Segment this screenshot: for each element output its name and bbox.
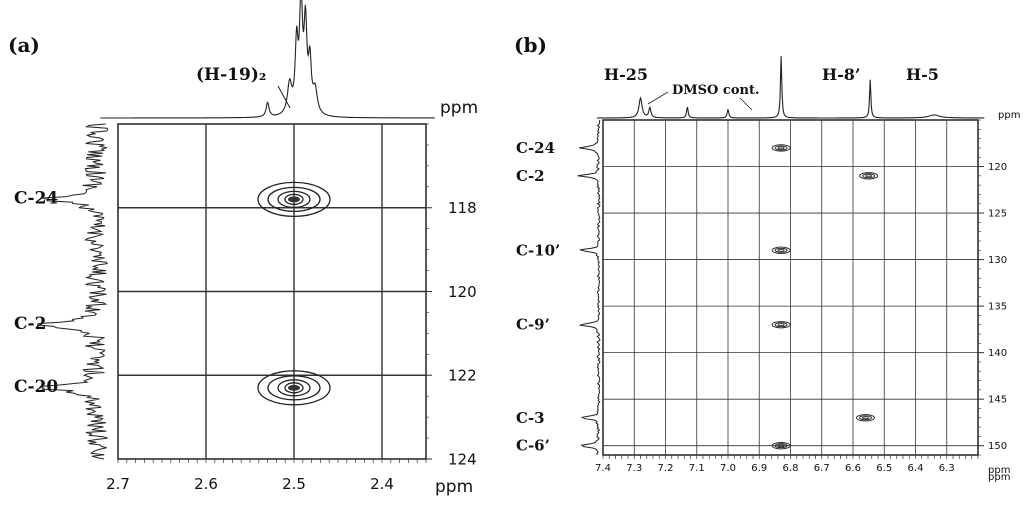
panel-b-contour-ring <box>862 416 869 420</box>
panel-b-contour-ring <box>777 248 785 252</box>
panel-a-annotation-leader <box>277 85 291 109</box>
panel-b-cross-peak <box>856 414 875 422</box>
panel-a-f1-label: C-20 <box>14 377 58 397</box>
panel-b-top-unit: ppm <box>998 110 1020 121</box>
panel-a-cross-peak <box>257 370 331 406</box>
panel-a-contour-core <box>288 384 300 391</box>
panel-b-top-annotation: DMSO cont. <box>672 83 759 98</box>
panel-b-x-tick-label: 6.6 <box>845 463 861 474</box>
panel-a-y-tick-label: 124 <box>448 450 477 468</box>
panel-a-contour-ring <box>277 190 311 209</box>
panel-b-y-tick-label: 140 <box>988 348 1007 359</box>
panel-b-x-tick-label: 6.3 <box>939 463 955 474</box>
panel-b-top-projection-trace <box>596 56 985 119</box>
panel-b-top-annotation: H-5 <box>906 65 939 84</box>
panel-b-contour-ring <box>777 323 785 327</box>
panel-b-x-tick-label: 6.4 <box>908 463 924 474</box>
panel-b-contour-ring <box>771 442 791 450</box>
panel-b-f1-label: C-10’ <box>516 241 560 259</box>
panel-b-contour-ring <box>777 146 785 150</box>
panel-b-x-tick-label: 7.3 <box>626 463 642 474</box>
panel-a-x-tick-label: 2.4 <box>370 475 394 493</box>
panel-a-f1-label: C-2 <box>14 314 46 334</box>
panel-a-x-unit: ppm <box>435 477 473 497</box>
panel-a-y-tick-label: 118 <box>448 199 477 217</box>
panel-a-y-tick-label: 120 <box>448 283 477 301</box>
panel-b-contour-ring <box>777 444 785 448</box>
panel-a-x-tick-label: 2.6 <box>194 475 218 493</box>
panel-b-y-tick-label: 125 <box>988 209 1007 220</box>
panel-a-contour-ring <box>257 370 331 406</box>
panel-a-y-tick-label: 122 <box>448 367 477 385</box>
panel-b-y-tick-label: 150 <box>988 441 1007 452</box>
panel-b-y-tick-label: 130 <box>988 255 1007 266</box>
panel-a-contour-ring <box>284 382 304 394</box>
panel-b-annotation-leader <box>739 97 753 111</box>
panel-a-contour-ring <box>257 181 331 218</box>
panel-b-label: (b) <box>514 33 547 57</box>
panel-b-contour-ring <box>862 173 876 179</box>
panel-b-y-tick-label: 120 <box>988 162 1007 173</box>
panel-b-cross-peak <box>771 321 791 329</box>
panel-b-cross-peak <box>771 144 791 152</box>
panel-b-cross-peak <box>771 246 791 254</box>
panel-b-contour-ring <box>771 144 791 152</box>
panel-b-f1-label: C-9’ <box>516 316 550 334</box>
panel-b-contour-ring <box>856 414 875 422</box>
panel-b-x-tick-label: 7.4 <box>595 463 611 474</box>
panel-b-annotation-leader <box>647 91 669 105</box>
panel-b-left-projection-trace <box>577 119 601 456</box>
panel-b-y-tick-label: 135 <box>988 302 1007 313</box>
panel-a-top-projection-trace <box>100 0 435 119</box>
panel-a-contour-ring <box>284 193 304 206</box>
panel-a-contour-ring <box>267 186 321 213</box>
panel-b-contour-ring <box>774 322 788 328</box>
panel-b-top-annotation: H-8’ <box>822 65 860 84</box>
panel-b-contour-ring <box>774 443 788 449</box>
panel-b-x-tick-label: 7.1 <box>689 463 705 474</box>
panel-a-x-tick-label: 2.5 <box>282 475 306 493</box>
panel-a-label: (a) <box>8 33 40 57</box>
panel-b-contour-ring <box>859 172 879 180</box>
panel-a-x-tick-label: 2.7 <box>106 475 130 493</box>
panel-b-cross-peak <box>859 172 879 180</box>
panel-b-y-unit: ppm <box>988 465 1010 476</box>
panel-b-top-annotation: H-25 <box>604 65 648 84</box>
panel-b-contour-ring <box>771 246 791 254</box>
panel-b-f1-label: C-24 <box>516 139 555 157</box>
panel-b-contour-ring <box>771 321 791 329</box>
panel-a-cross-peak <box>257 181 331 218</box>
panel-b-f1-label: C-2 <box>516 167 545 185</box>
panel-a-left-projection-trace <box>36 123 109 460</box>
panel-b-f1-label: C-6’ <box>516 437 550 455</box>
panel-a-contour-core <box>288 196 300 203</box>
panel-a-contour-ring <box>267 375 321 401</box>
panel-b-x-tick-label: 6.9 <box>751 463 767 474</box>
panel-a-f1-label: C-24 <box>14 188 58 208</box>
panel-b-contour-ring <box>774 145 788 151</box>
panel-b-cross-peak <box>771 442 791 450</box>
panel-b-contour-ring <box>865 174 873 178</box>
panel-b-f1-label: C-3 <box>516 409 545 427</box>
panel-b-contour-ring <box>859 415 872 421</box>
panel-a-top-unit: ppm <box>440 98 478 118</box>
panel-b-x-tick-label: 6.5 <box>876 463 892 474</box>
panel-b-x-unit: ppm <box>988 472 1010 483</box>
panel-b-x-tick-label: 6.7 <box>814 463 830 474</box>
panel-a-contour-ring <box>277 379 311 397</box>
panel-b-contour-ring <box>774 247 788 253</box>
panel-b-x-tick-label: 7.2 <box>658 463 674 474</box>
panel-b-x-tick-label: 6.8 <box>783 463 799 474</box>
panel-b-y-tick-label: 145 <box>988 395 1007 406</box>
panel-a-top-annotation: (H-19)₂ <box>196 65 266 85</box>
panel-b-x-tick-label: 7.0 <box>720 463 736 474</box>
